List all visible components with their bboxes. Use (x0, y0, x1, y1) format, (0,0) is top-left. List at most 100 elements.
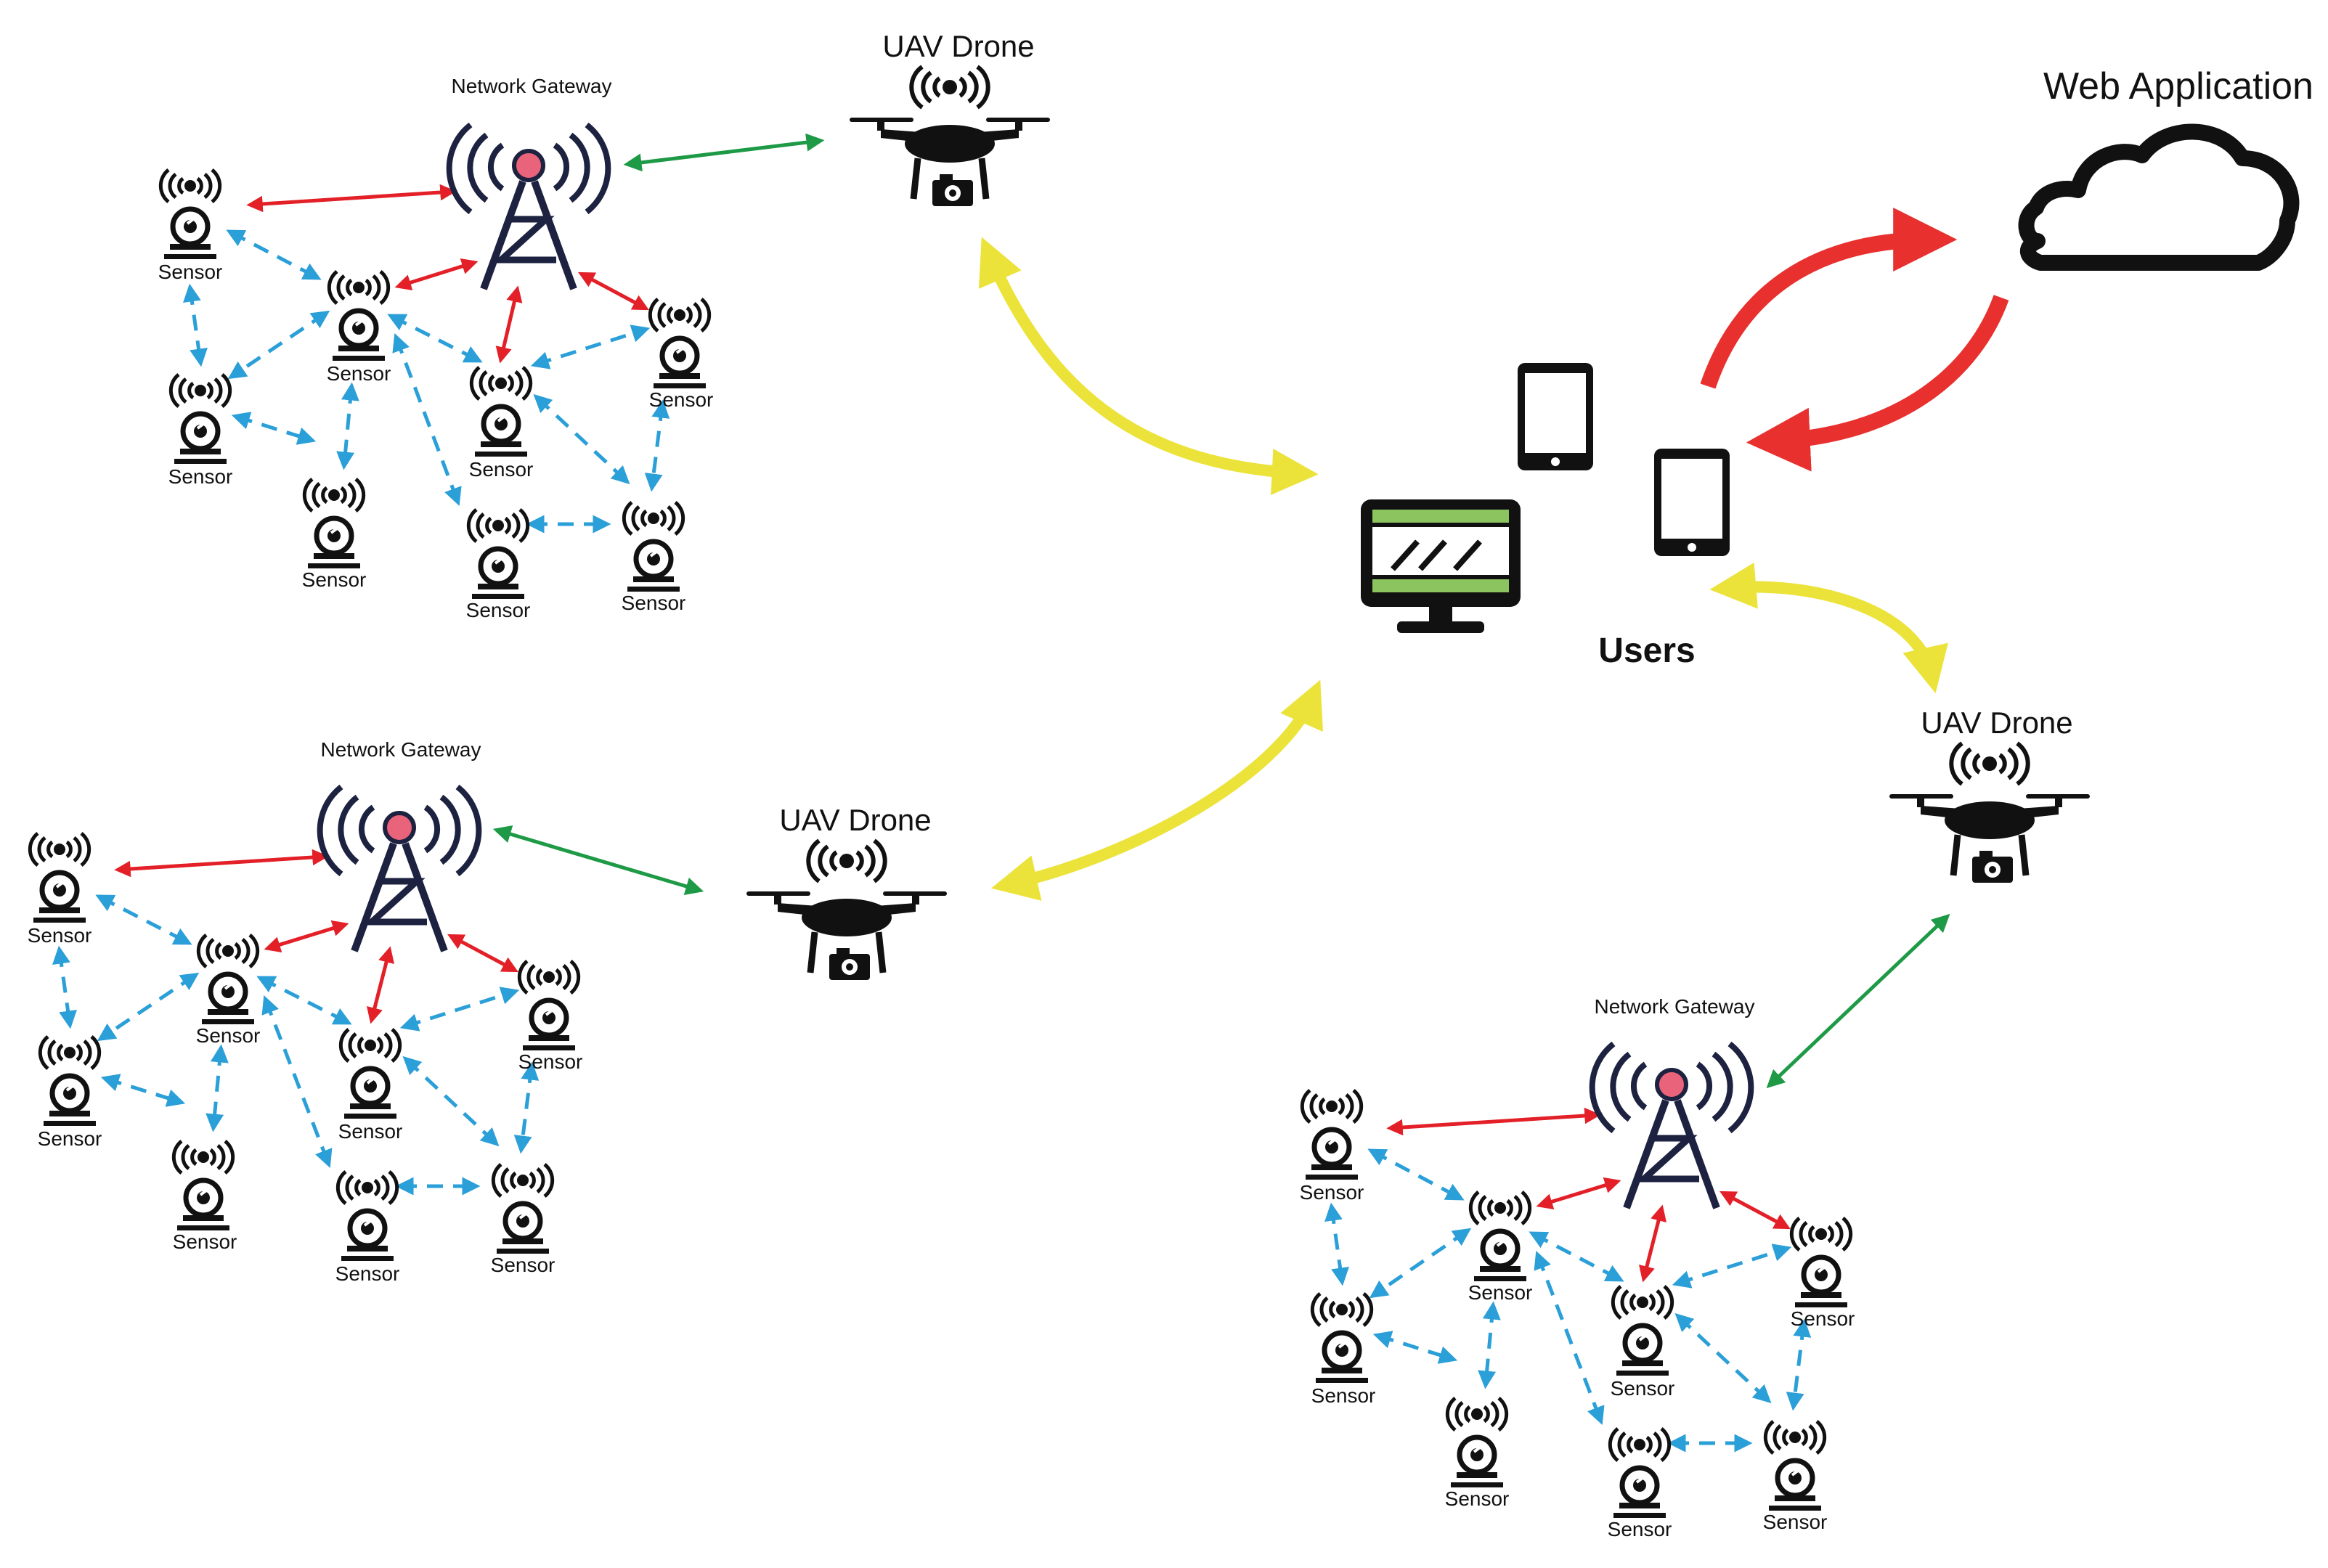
tablet-icon (1518, 363, 1593, 470)
sensor-label: Sensor (28, 924, 92, 947)
sensor-icon (160, 170, 219, 259)
sensor-icon (1312, 1294, 1371, 1383)
sensor-icon (1470, 1192, 1529, 1281)
sensor-label: Sensor (518, 1050, 583, 1073)
sensor-label: Sensor (1608, 1518, 1672, 1540)
sensor-icon (468, 510, 527, 599)
sensor-icon (329, 271, 388, 361)
sensor-links (1324, 1148, 1812, 1453)
user-link-arrow (1709, 562, 1948, 693)
sensor-label: Sensor (1791, 1307, 1855, 1330)
sensor-node: Sensor (491, 1164, 555, 1276)
sensor-icon (1613, 1286, 1672, 1376)
sensor-icon (1791, 1218, 1850, 1307)
sensor-node: Sensor (173, 1141, 237, 1253)
sensor-label: Sensor (466, 599, 531, 621)
sensor-node: Sensor (1763, 1421, 1828, 1533)
sensor-label: Sensor (491, 1254, 555, 1276)
sensor-node: Sensor (38, 1037, 102, 1150)
sensor-label: Sensor (1445, 1487, 1510, 1510)
sensor-node: Sensor (327, 271, 391, 385)
sensor-node: Sensor (168, 375, 233, 488)
sensor-links (52, 894, 540, 1196)
uav-drone-label: UAV Drone (1921, 706, 2072, 740)
sensor-label: Sensor (1611, 1377, 1675, 1400)
drone-gateway-link (1766, 913, 1950, 1089)
sensor-cluster-2: Network Gateway Sensor Sensor Sensor Sen… (28, 738, 583, 1285)
sensor-node: Sensor (1791, 1218, 1855, 1330)
sensor-icon (1765, 1421, 1824, 1511)
sensor-node: Sensor (622, 502, 686, 614)
sensor-icon (1610, 1429, 1669, 1518)
sensor-node: Sensor (469, 367, 534, 481)
sensor-node: Sensor (649, 299, 714, 411)
sensor-icon (624, 502, 683, 592)
sensor-node: Sensor (196, 935, 261, 1047)
network-gateway: Network Gateway (320, 738, 481, 951)
sensor-label: Sensor (327, 362, 391, 385)
users-label: Users (1598, 632, 1695, 670)
sensor-node: Sensor (158, 170, 223, 283)
network-gateway: Network Gateway (1592, 995, 1754, 1208)
sensor-label: Sensor (196, 1024, 261, 1047)
gateway-links (246, 184, 649, 364)
cloud-download-arrow (1746, 295, 2009, 472)
drone-icon (746, 841, 947, 980)
user-link-arrow (978, 237, 1319, 495)
sensor-label: Sensor (469, 458, 534, 481)
tablet-icon (1654, 449, 1730, 556)
drone-icon (1889, 743, 2090, 883)
sensor-label: Sensor (168, 465, 233, 488)
drone-gateway-link (492, 825, 704, 895)
sensor-label: Sensor (1311, 1384, 1376, 1407)
sensor-label: Sensor (622, 592, 686, 614)
uav-drone-middle: UAV Drone (746, 803, 947, 980)
drone-icon (850, 67, 1050, 206)
sensor-icon (471, 367, 530, 457)
sensor-label: Sensor (1300, 1181, 1364, 1204)
sensor-node: Sensor (1608, 1429, 1672, 1540)
sensor-icon (171, 375, 229, 464)
monitor-icon (1361, 499, 1521, 633)
sensor-icon (30, 833, 89, 923)
gateway-links (114, 849, 518, 1024)
sensor-icon (341, 1029, 399, 1119)
drone-gateway-link (623, 133, 825, 172)
sensor-node: Sensor (466, 510, 531, 621)
web-application-label: Web Application (2043, 65, 2313, 107)
network-gateway-label: Network Gateway (452, 75, 612, 97)
sensor-node: Sensor (28, 833, 92, 947)
sensor-node: Sensor (1300, 1090, 1364, 1204)
user-link-arrow (991, 679, 1323, 901)
cloud-upload-arrow (1700, 208, 1958, 389)
sensor-icon (338, 1172, 396, 1261)
sensor-node: Sensor (335, 1172, 399, 1285)
sensor-label: Sensor (38, 1127, 102, 1150)
cloud-icon (2018, 123, 2300, 271)
sensor-cluster-1: Network Gateway Sensor Sensor Sensor Sen… (158, 75, 714, 621)
sensor-icon (650, 299, 709, 388)
sensor-icon (1447, 1398, 1506, 1487)
sensor-node: Sensor (1611, 1286, 1675, 1400)
network-gateway: Network Gateway (449, 75, 612, 289)
sensor-label: Sensor (338, 1120, 403, 1143)
sensor-label: Sensor (158, 261, 223, 283)
network-gateway-label: Network Gateway (321, 738, 481, 761)
uav-drone-label: UAV Drone (882, 29, 1034, 63)
sensor-icon (198, 935, 257, 1024)
sensor-cluster-3: Network Gateway Sensor Sensor Sensor Sen… (1300, 995, 1855, 1540)
gateway-links (1386, 1107, 1791, 1283)
sensor-node: Sensor (1445, 1398, 1510, 1510)
sensor-node: Sensor (338, 1029, 403, 1143)
sensor-label: Sensor (173, 1230, 237, 1253)
uav-drone-top: UAV Drone (850, 29, 1050, 206)
sensor-label: Sensor (1763, 1511, 1828, 1533)
sensor-icon (40, 1037, 99, 1126)
sensor-icon (1302, 1090, 1361, 1180)
users-group: Users (1361, 363, 1730, 670)
sensor-icon (493, 1164, 552, 1254)
sensor-label: Sensor (1468, 1281, 1533, 1304)
sensor-node: Sensor (518, 961, 583, 1073)
sensor-label: Sensor (649, 388, 714, 411)
